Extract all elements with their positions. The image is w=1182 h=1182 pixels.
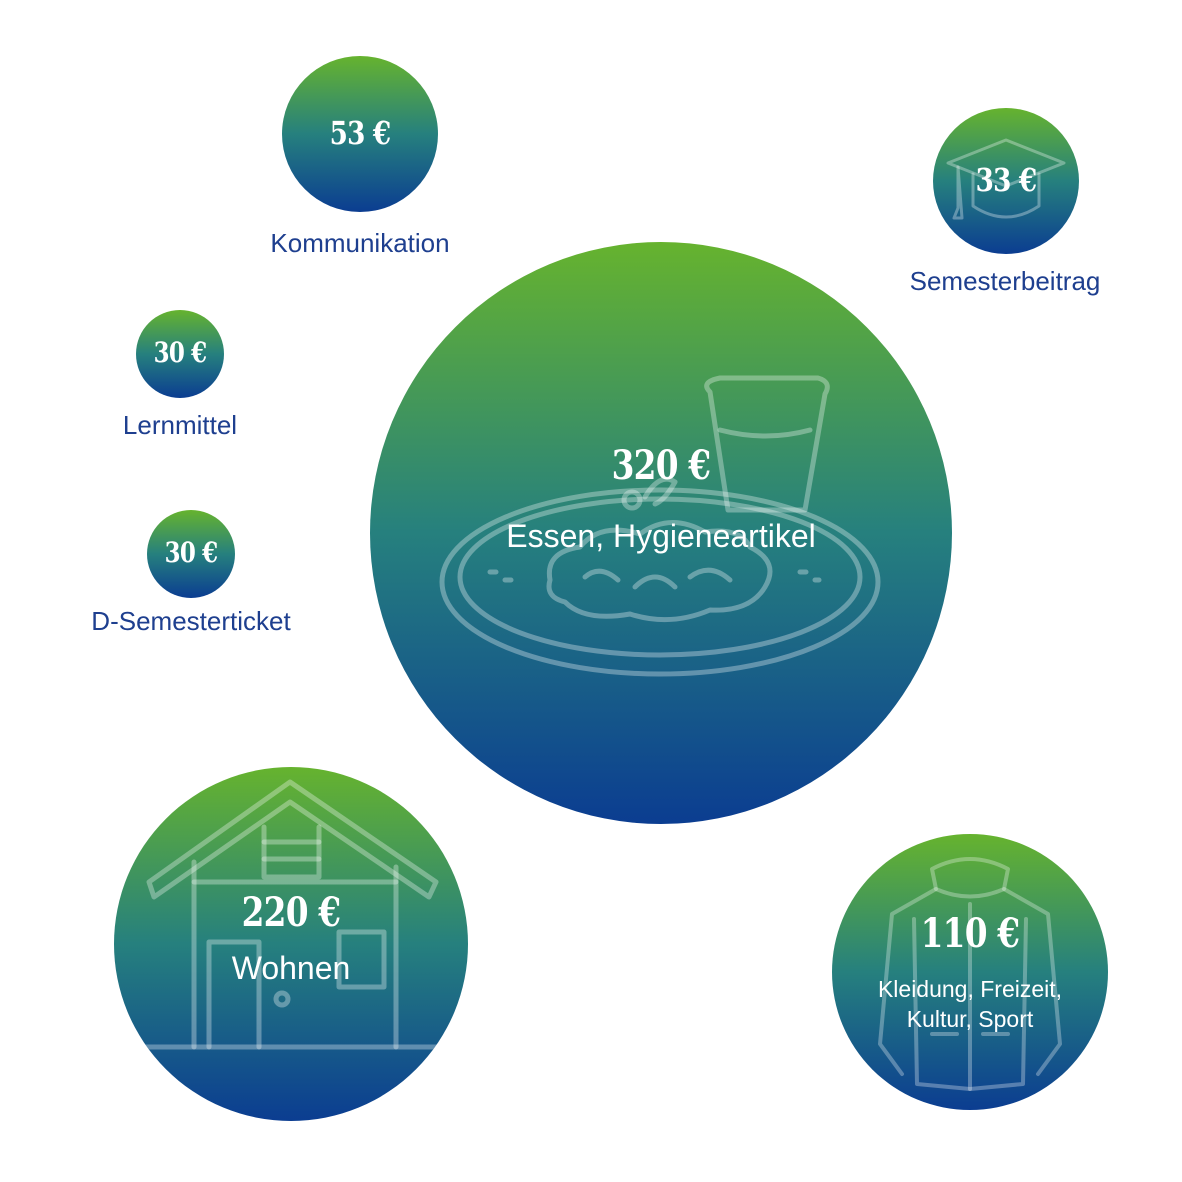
bubble-kommunikation: 53 €: [282, 56, 438, 212]
amount-label: 30 €: [164, 536, 218, 569]
category-label-line-2: Kultur, Sport: [906, 1006, 1034, 1032]
amount-label: 110 €: [920, 910, 1020, 957]
category-label-line-1: Kleidung, Freizeit,: [877, 976, 1063, 1002]
bubble-d-semesterticket: 30 €: [147, 510, 235, 598]
bubble-kleidung-freizeit-kultur-sport: 110 € Kleidung, Freizeit, Kultur, Sport: [832, 834, 1108, 1110]
category-label-semesterbeitrag: Semesterbeitrag: [909, 266, 1101, 296]
amount-label: 220 €: [241, 889, 341, 936]
bubble-essen-hygieneartikel: 320 € Essen, Hygieneartikel: [370, 242, 952, 824]
amount-label: 320 €: [611, 442, 711, 489]
house-icon: [131, 779, 451, 1050]
amount-label: 53 €: [329, 114, 391, 152]
jacket-icon: [878, 857, 1062, 1091]
amount-label: 33 €: [975, 161, 1037, 199]
food-plate-icon: [439, 375, 881, 677]
bubble-semesterbeitrag: 33 €: [933, 108, 1079, 254]
bubble-wohnen: 220 € Wohnen: [114, 767, 468, 1121]
category-label-lernmittel: Lernmittel: [122, 410, 238, 440]
category-label-kommunikation: Kommunikation: [270, 228, 450, 258]
bubble-lernmittel: 30 €: [136, 310, 224, 398]
category-label: Essen, Hygieneartikel: [506, 518, 816, 554]
category-label-d-semesterticket: D-Semesterticket: [91, 606, 291, 636]
graduation-cap-icon: [946, 138, 1066, 220]
amount-label: 30 €: [153, 336, 207, 369]
category-label: Wohnen: [231, 950, 351, 986]
